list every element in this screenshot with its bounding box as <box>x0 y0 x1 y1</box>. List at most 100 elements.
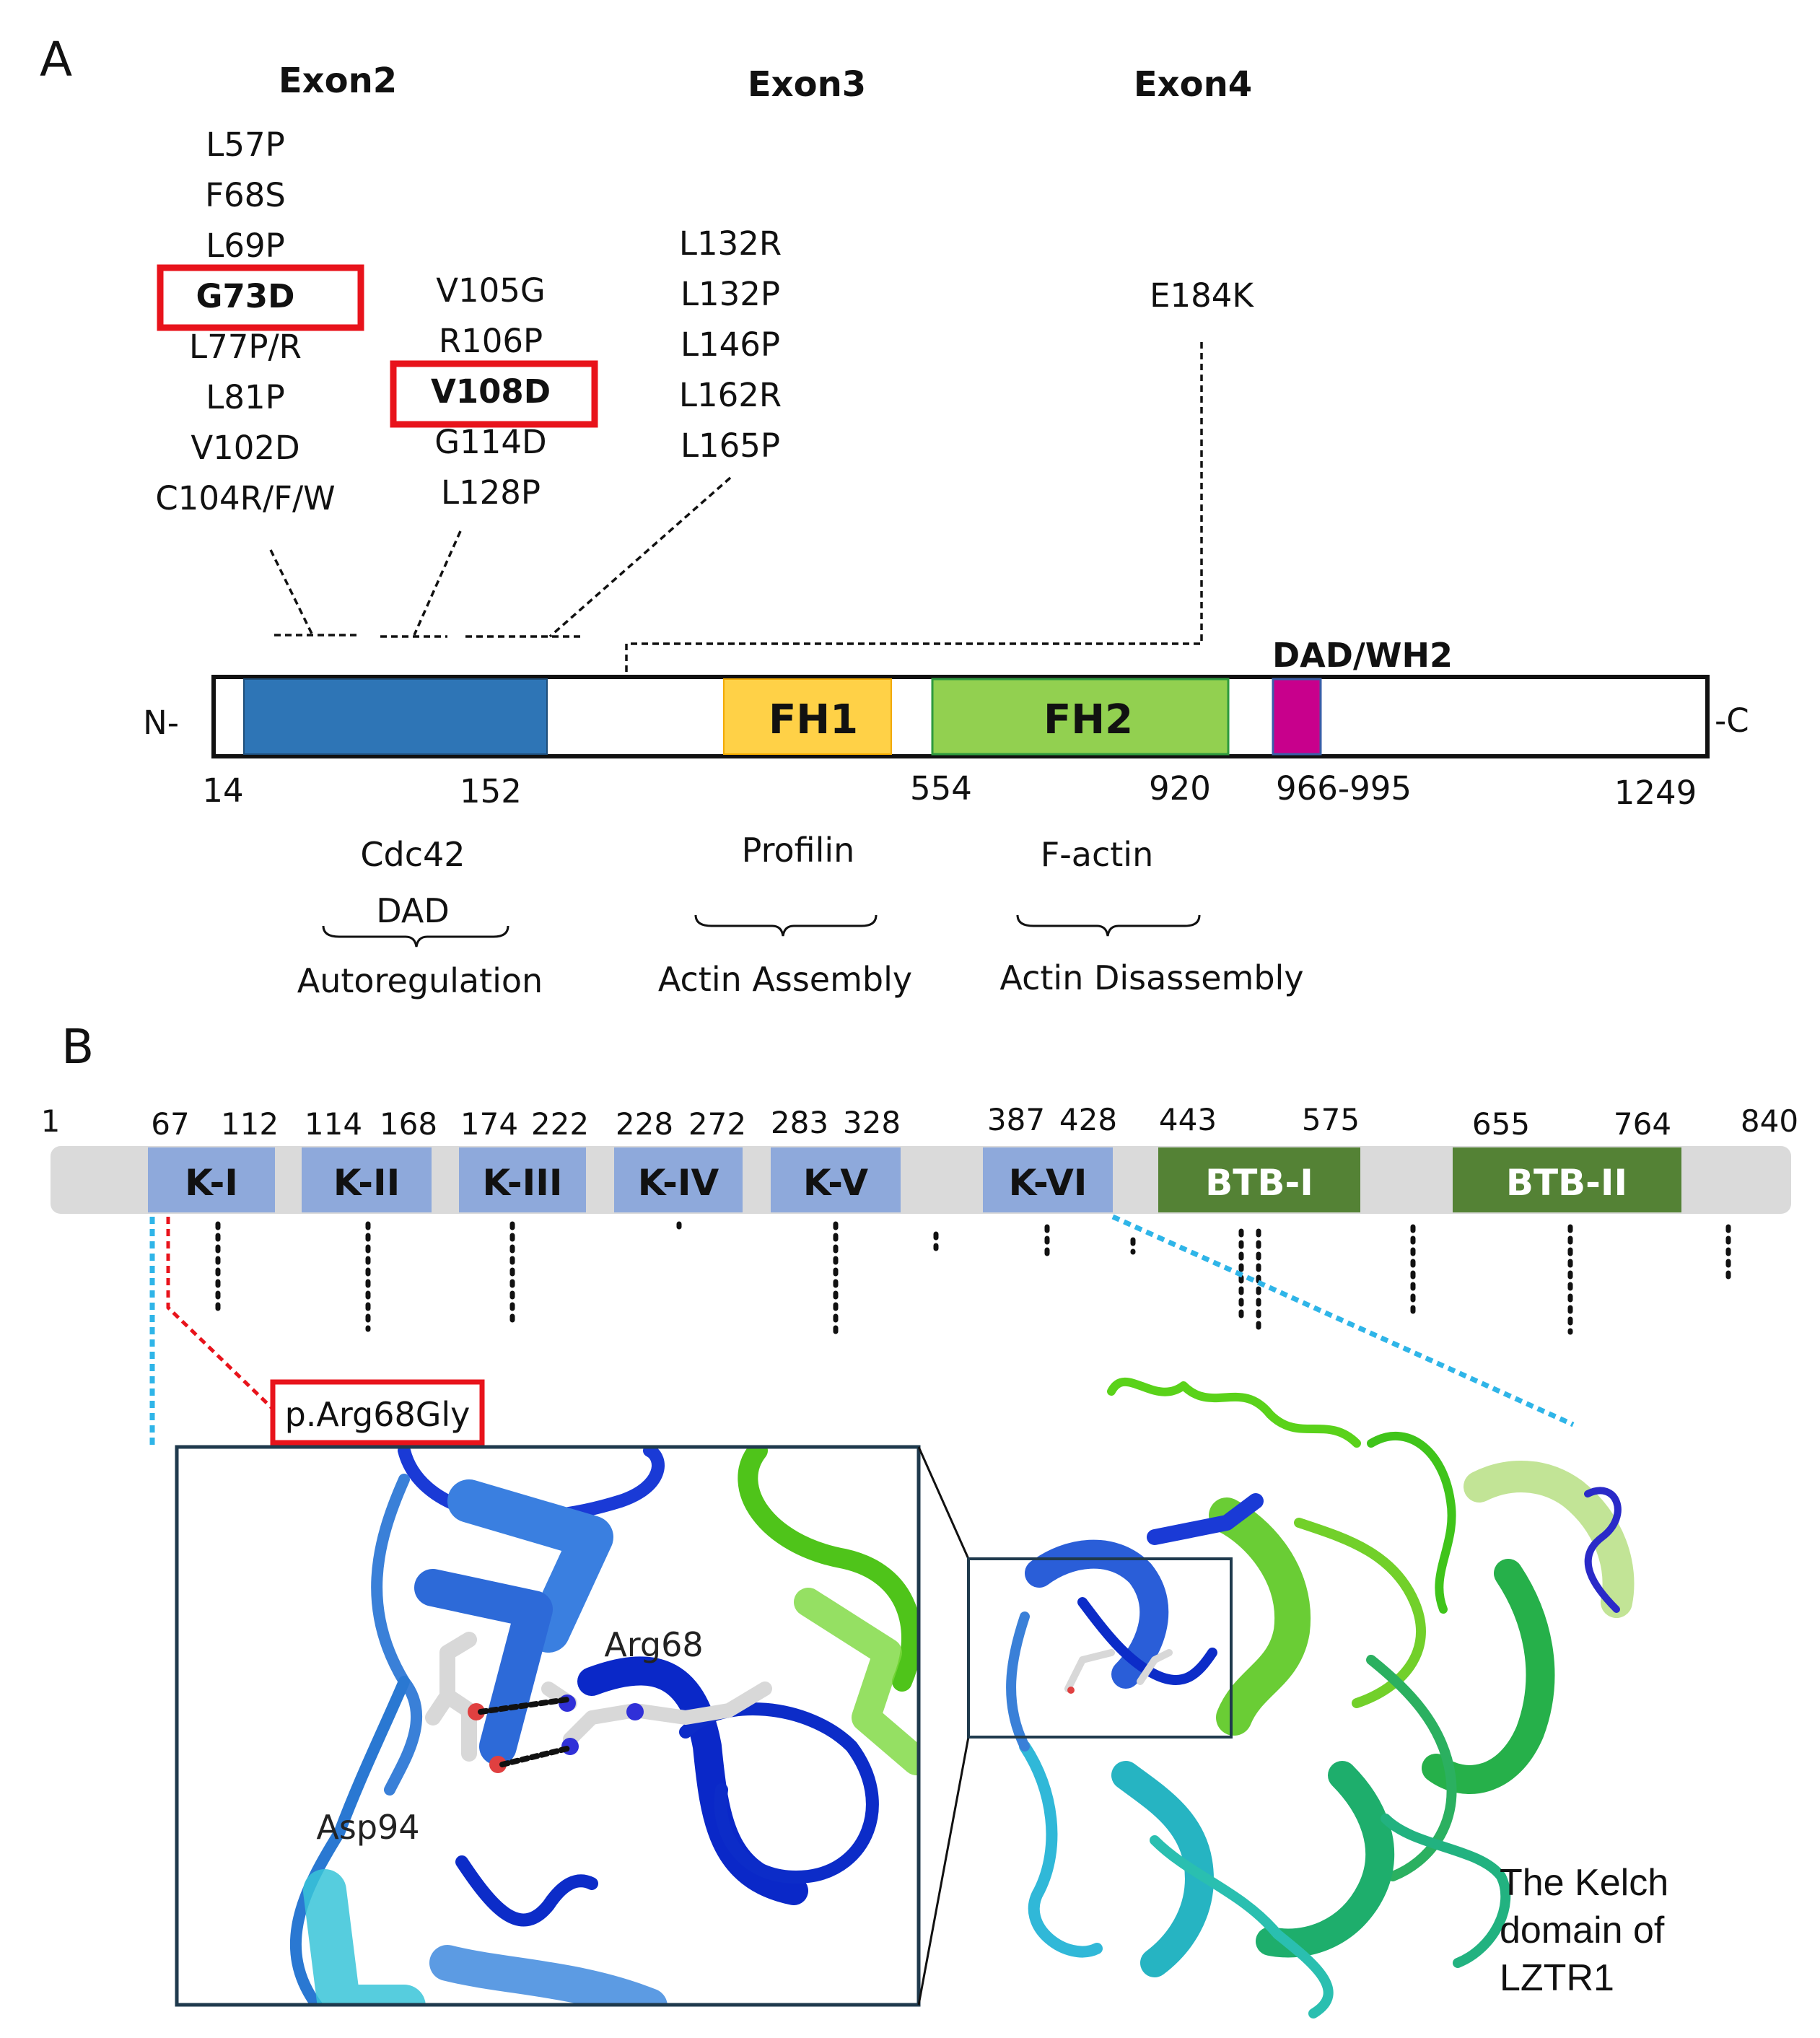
position-labels: 14 152 554 920 966-995 1249 <box>202 769 1697 812</box>
btb-domains: BTB-I 443 575 BTB-II 655 764 <box>1158 1102 1681 1212</box>
mutation-label: L146P <box>681 325 780 364</box>
domain-end-label: 168 <box>380 1106 437 1142</box>
actin-assembly-label: Actin Assembly <box>658 960 912 999</box>
kelch-domain-k5 <box>771 1147 901 1212</box>
mutation-label: L132P <box>681 275 780 313</box>
domain-fh1 <box>723 678 892 755</box>
variant-label-box <box>270 1379 485 1446</box>
domain-end-label: 112 <box>221 1106 279 1142</box>
position-label: 966-995 <box>1276 769 1412 808</box>
domain-start-label: 228 <box>616 1106 673 1142</box>
exon2b-mutation-list: V105G R106P V108D G114D L128P <box>431 271 551 512</box>
kelch-domains: K-I 67 112 K-II 114 168 K-III 174 222 K-… <box>148 1102 1117 1212</box>
red-callout <box>166 1217 277 1413</box>
highlight-box-g73d <box>157 264 364 331</box>
mutation-label-highlighted: G73D <box>196 277 295 315</box>
function-labels: Cdc42 DAD Autoregulation Profilin Actin … <box>297 831 1304 1000</box>
mutation-label: L132R <box>679 224 782 263</box>
domain-start-label: 443 <box>1159 1102 1217 1137</box>
mutation-label: G114D <box>434 423 546 461</box>
mutation-label: L57P <box>206 126 284 164</box>
mutation-connectors <box>269 342 1203 675</box>
panel-a-letter: A <box>40 32 72 87</box>
variant-dot-columns <box>215 1221 1731 1335</box>
position-label: 1249 <box>1614 774 1697 812</box>
domain-end-label: 222 <box>531 1106 589 1142</box>
structure-zoom-box <box>967 1557 1233 1739</box>
domain-end-label: 764 <box>1614 1106 1671 1142</box>
kelch-domain-label: K-II <box>333 1162 400 1204</box>
callout-lines <box>149 1214 1575 1448</box>
kelch-domain-k2 <box>302 1147 432 1212</box>
exon3-mutation-list: L132R L132P L146P L162R L165P <box>679 224 782 465</box>
domain-end-label: 575 <box>1302 1102 1360 1137</box>
domain-fh2-label: FH2 <box>1044 696 1133 743</box>
mutation-label: C104R/F/W <box>155 479 335 517</box>
actin-disassembly-label: Actin Disassembly <box>999 958 1303 997</box>
mutation-label: V105G <box>436 271 546 310</box>
position-label: 554 <box>910 769 972 808</box>
btb-domain-1 <box>1158 1147 1360 1212</box>
domain-end-label: 272 <box>688 1106 746 1142</box>
c-terminus-label: -C <box>1715 701 1749 740</box>
domain-start-label: 174 <box>460 1106 518 1142</box>
panel-b: B 1 840 K-I 67 112 K-II 114 168 K-III 17… <box>41 1019 1798 2019</box>
factin-label: F-actin <box>1041 835 1154 874</box>
domain-dad-label: DAD/WH2 <box>1272 636 1453 675</box>
autoregulation-label: Autoregulation <box>297 961 543 1000</box>
structure-caption-line: domain of <box>1500 1910 1665 1951</box>
kelch-domain-label: K-VI <box>1009 1162 1088 1204</box>
btb-domain-label: BTB-I <box>1205 1162 1313 1204</box>
kelch-domain-label: K-V <box>803 1162 869 1204</box>
exon4-header: Exon4 <box>1134 64 1252 105</box>
btb-domain-label: BTB-II <box>1506 1162 1627 1204</box>
position-label: 152 <box>460 772 522 810</box>
zoom-inset: Arg68 Asp94 <box>175 1445 921 2007</box>
domain-end-label: 428 <box>1059 1102 1117 1137</box>
position-label: 920 <box>1149 769 1211 808</box>
domain-dad <box>1272 678 1322 756</box>
dad-label: DAD <box>376 891 450 930</box>
domain-start-label: 67 <box>151 1106 189 1142</box>
kelch-domain-label: K-IV <box>638 1162 719 1204</box>
mutation-label: L165P <box>681 427 780 465</box>
domain-start-label: 114 <box>305 1106 362 1142</box>
exon2-header: Exon2 <box>279 61 397 101</box>
exon2-mutation-list: L57P F68S L69P G73D L77P/R L81P V102D C1… <box>155 126 335 517</box>
domain-end-label: 328 <box>843 1105 901 1140</box>
kelch-domain-k4 <box>614 1147 743 1212</box>
panel-b-letter: B <box>61 1019 94 1075</box>
kelch-domain-label: K-III <box>483 1162 563 1204</box>
mutation-label: L81P <box>206 378 284 416</box>
curly-braces <box>322 914 1201 948</box>
residue-arg-label: Arg68 <box>604 1625 703 1664</box>
structure-caption-line: LZTR1 <box>1500 1957 1614 1999</box>
domain-fh1-label: FH1 <box>769 696 858 743</box>
variant-label: p.Arg68Gly <box>285 1395 471 1434</box>
domain-fh2 <box>931 678 1230 756</box>
mutation-label: L128P <box>441 473 541 512</box>
position-label: 14 <box>202 771 243 810</box>
highlight-box-v108d <box>390 360 598 428</box>
mutation-label-highlighted: V108D <box>431 372 551 411</box>
domain-n-terminal <box>243 678 548 755</box>
zoom-inset-frame <box>175 1445 921 2007</box>
mutation-label: F68S <box>205 176 286 214</box>
kelch-domain-k3 <box>459 1147 586 1212</box>
cyan-callout-right <box>1111 1214 1575 1427</box>
panel-a: A Exon2 Exon3 Exon4 L57P F68S L69P G73D … <box>40 32 1749 1000</box>
lztr1-start-label: 1 <box>41 1103 61 1139</box>
btb-domain-2 <box>1453 1147 1681 1212</box>
profilin-label: Profilin <box>742 831 855 870</box>
mutation-label: V102D <box>191 429 299 467</box>
n-terminus-label: N- <box>143 704 179 742</box>
structure-caption-line: The Kelch <box>1500 1862 1668 1904</box>
lztr1-end-label: 840 <box>1741 1103 1798 1139</box>
domain-start-label: 387 <box>987 1102 1045 1137</box>
mutation-label: L69P <box>206 227 284 265</box>
mutation-label: L162R <box>679 376 782 414</box>
exon3-header: Exon3 <box>748 64 866 105</box>
kelch-domain-label: K-I <box>185 1162 238 1204</box>
zoom-connectors <box>917 1446 970 2006</box>
